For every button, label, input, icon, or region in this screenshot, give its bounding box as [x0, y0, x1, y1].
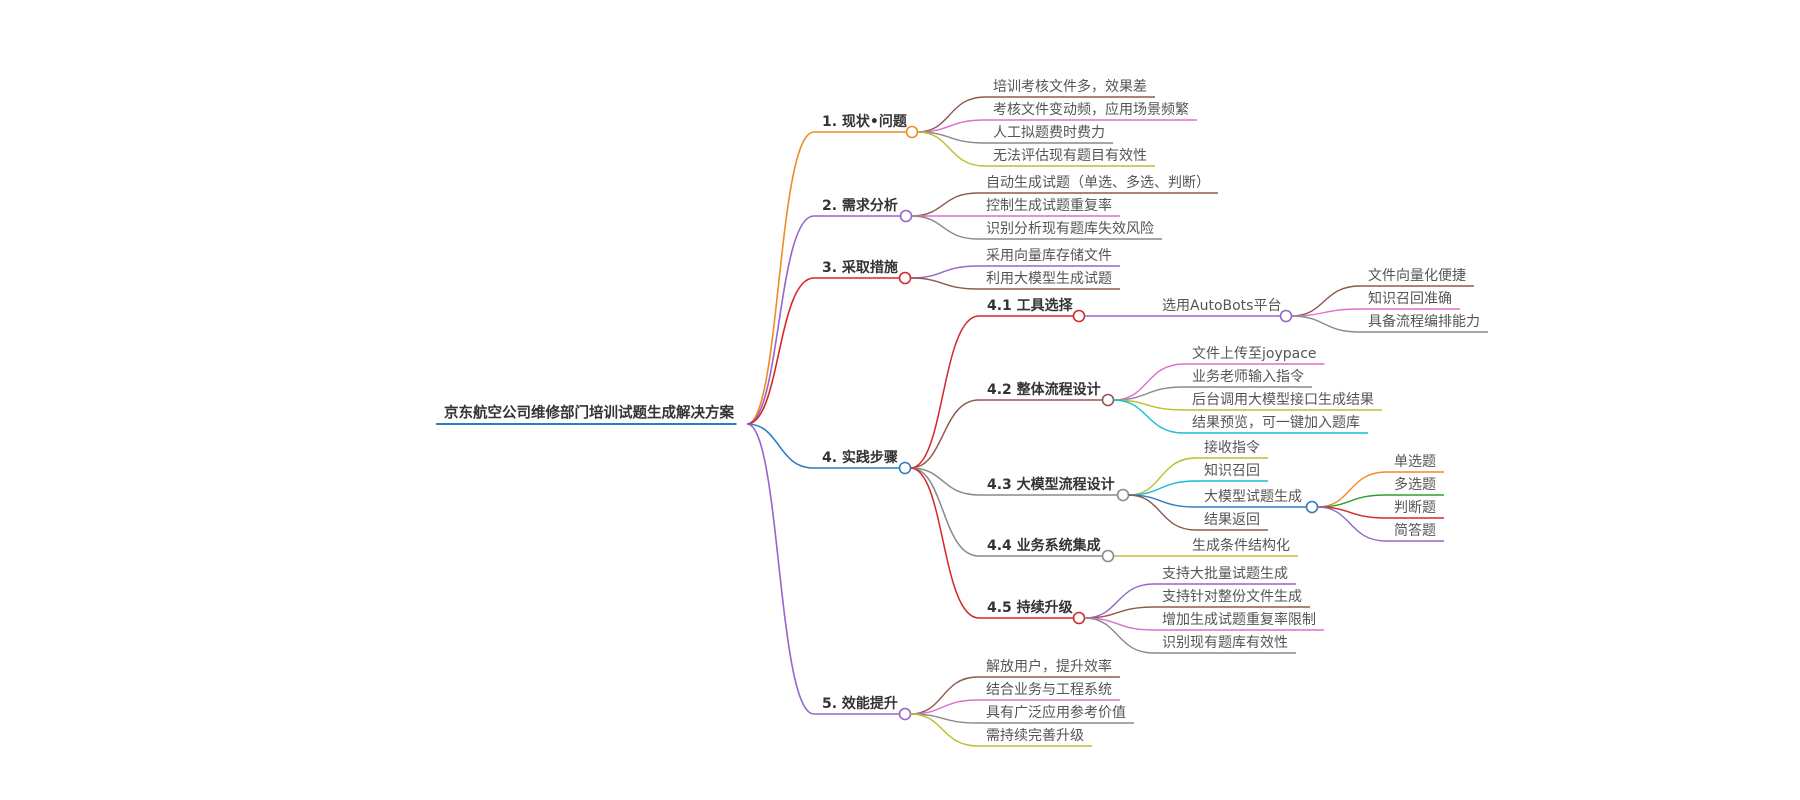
subbranch-connector [910, 399, 980, 469]
leaf-connector [911, 192, 979, 217]
subleaf-connector [1291, 285, 1361, 317]
leaf-connector [1084, 583, 1155, 619]
leaf-topic[interactable]: 考核文件变动频，应用场景频繁 [993, 102, 1189, 118]
subleaf-topic[interactable]: 文件向量化便捷 [1368, 268, 1466, 284]
leaf-connector [910, 676, 979, 715]
subleaf-topic[interactable]: 判断题 [1394, 500, 1436, 516]
subbranch-4-collapse-toggle[interactable] [1101, 549, 1115, 563]
branch-3-label[interactable]: 3. 采取措施 [822, 260, 898, 276]
branch-connector-1 [746, 131, 815, 425]
leaf-connector [1084, 617, 1155, 654]
root-topic[interactable]: 京东航空公司维修部门培训试题生成解决方案 [444, 405, 734, 422]
leaf-topic[interactable]: 后台调用大模型接口生成结果 [1192, 392, 1374, 408]
branch-connector-4 [746, 423, 815, 469]
subbranch-2-label[interactable]: 4.2 整体流程设计 [987, 382, 1101, 398]
leaf-topic[interactable]: 结合业务与工程系统 [986, 682, 1112, 698]
leaf-topic[interactable]: 需持续完善升级 [986, 728, 1084, 744]
leaf-connector [910, 699, 979, 715]
subbranch-connector [910, 467, 980, 619]
branch-connector-5 [746, 423, 815, 715]
branch-3-collapse-toggle[interactable] [898, 271, 912, 285]
branch-4-collapse-toggle[interactable] [898, 461, 912, 475]
leaf-topic[interactable]: 具有广泛应用参考价值 [986, 705, 1126, 721]
leaf-topic[interactable]: 结果预览，可一键加入题库 [1192, 415, 1360, 431]
branch-connector-3 [746, 277, 815, 425]
subbranch-5-collapse-toggle[interactable] [1072, 611, 1086, 625]
subbranch-5-label[interactable]: 4.5 持续升级 [987, 600, 1073, 616]
branch-1-label[interactable]: 1. 现状•问题 [822, 114, 907, 130]
leaf-topic[interactable]: 文件上传至joypace [1192, 346, 1317, 362]
subleaf-topic[interactable]: 具备流程编排能力 [1368, 314, 1480, 330]
subbranch-4-label[interactable]: 4.4 业务系统集成 [987, 538, 1101, 554]
leaf-topic[interactable]: 接收指令 [1204, 440, 1260, 456]
subbranch-connector [910, 315, 980, 469]
subbranch-connector [910, 467, 980, 496]
leaf-connector [1113, 386, 1185, 401]
leaf-connector [910, 277, 979, 290]
leaf-topic[interactable]: 利用大模型生成试题 [986, 271, 1112, 287]
leaf-topic[interactable]: 培训考核文件多，效果差 [993, 79, 1147, 95]
leaf-connector [917, 131, 986, 167]
branch-2-collapse-toggle[interactable] [899, 209, 913, 223]
leaf-topic[interactable]: 控制生成试题重复率 [986, 198, 1112, 214]
leaf-topic[interactable]: 结果返回 [1204, 512, 1260, 528]
subleaf-connector [1317, 506, 1387, 542]
subleaf-topic[interactable]: 单选题 [1394, 454, 1436, 470]
leaf-topic[interactable]: 识别现有题库有效性 [1162, 635, 1288, 651]
branch-4-label[interactable]: 4. 实践步骤 [822, 450, 898, 466]
leaf-topic[interactable]: 解放用户，提升效率 [986, 659, 1112, 675]
leaf-topic[interactable]: 业务老师输入指令 [1192, 369, 1304, 385]
leaf-connector [1113, 363, 1185, 401]
subleaf-topic[interactable]: 简答题 [1394, 523, 1436, 539]
subleaf-connector [1317, 471, 1387, 508]
leaf-topic[interactable]: 无法评估现有题目有效性 [993, 148, 1147, 164]
subleaf-topic[interactable]: 知识召回准确 [1368, 291, 1452, 307]
leaf-topic[interactable]: 大模型试题生成 [1204, 489, 1302, 505]
subbranch-connector [910, 467, 980, 557]
leaf-connector [1128, 494, 1197, 531]
leaf-connector [917, 96, 986, 133]
leaf-topic[interactable]: 知识召回 [1204, 463, 1260, 479]
leaf-topic[interactable]: 识别分析现有题库失效风险 [986, 221, 1154, 237]
leaf-connector [1128, 457, 1197, 496]
branch-1-collapse-toggle[interactable] [905, 125, 919, 139]
leaf-connector [910, 713, 979, 747]
subbranch-3-collapse-toggle[interactable] [1116, 488, 1130, 502]
subbranch-3-label[interactable]: 4.3 大模型流程设计 [987, 477, 1115, 493]
subleaf-topic[interactable]: 多选题 [1394, 477, 1436, 493]
leaf-topic[interactable]: 生成条件结构化 [1192, 538, 1290, 554]
leaf-connector [911, 215, 979, 240]
branch-2-label[interactable]: 2. 需求分析 [822, 198, 898, 214]
leaf-topic[interactable]: 选用AutoBots平台 [1162, 298, 1282, 314]
subbranch-1-label[interactable]: 4.1 工具选择 [987, 298, 1073, 314]
branch-5-collapse-toggle[interactable] [898, 707, 912, 721]
leaf-connector [1113, 399, 1185, 434]
subbranch-1-collapse-toggle[interactable] [1072, 309, 1086, 323]
leaf-topic[interactable]: 人工拟题费时费力 [993, 125, 1105, 141]
leaf-topic[interactable]: 采用向量库存储文件 [986, 248, 1112, 264]
leaf-topic[interactable]: 增加生成试题重复率限制 [1162, 612, 1316, 628]
leaf-connector [910, 265, 979, 279]
leaf-connector [1128, 480, 1197, 496]
leaf-collapse-toggle[interactable] [1305, 500, 1319, 514]
leaf-topic[interactable]: 支持大批量试题生成 [1162, 566, 1288, 582]
branch-5-label[interactable]: 5. 效能提升 [822, 696, 898, 712]
subleaf-connector [1291, 315, 1361, 333]
leaf-topic[interactable]: 自动生成试题（单选、多选、判断） [986, 175, 1210, 191]
branch-connector-2 [746, 215, 815, 425]
subbranch-2-collapse-toggle[interactable] [1101, 393, 1115, 407]
leaf-topic[interactable]: 支持针对整份文件生成 [1162, 589, 1302, 605]
leaf-collapse-toggle[interactable] [1279, 309, 1293, 323]
